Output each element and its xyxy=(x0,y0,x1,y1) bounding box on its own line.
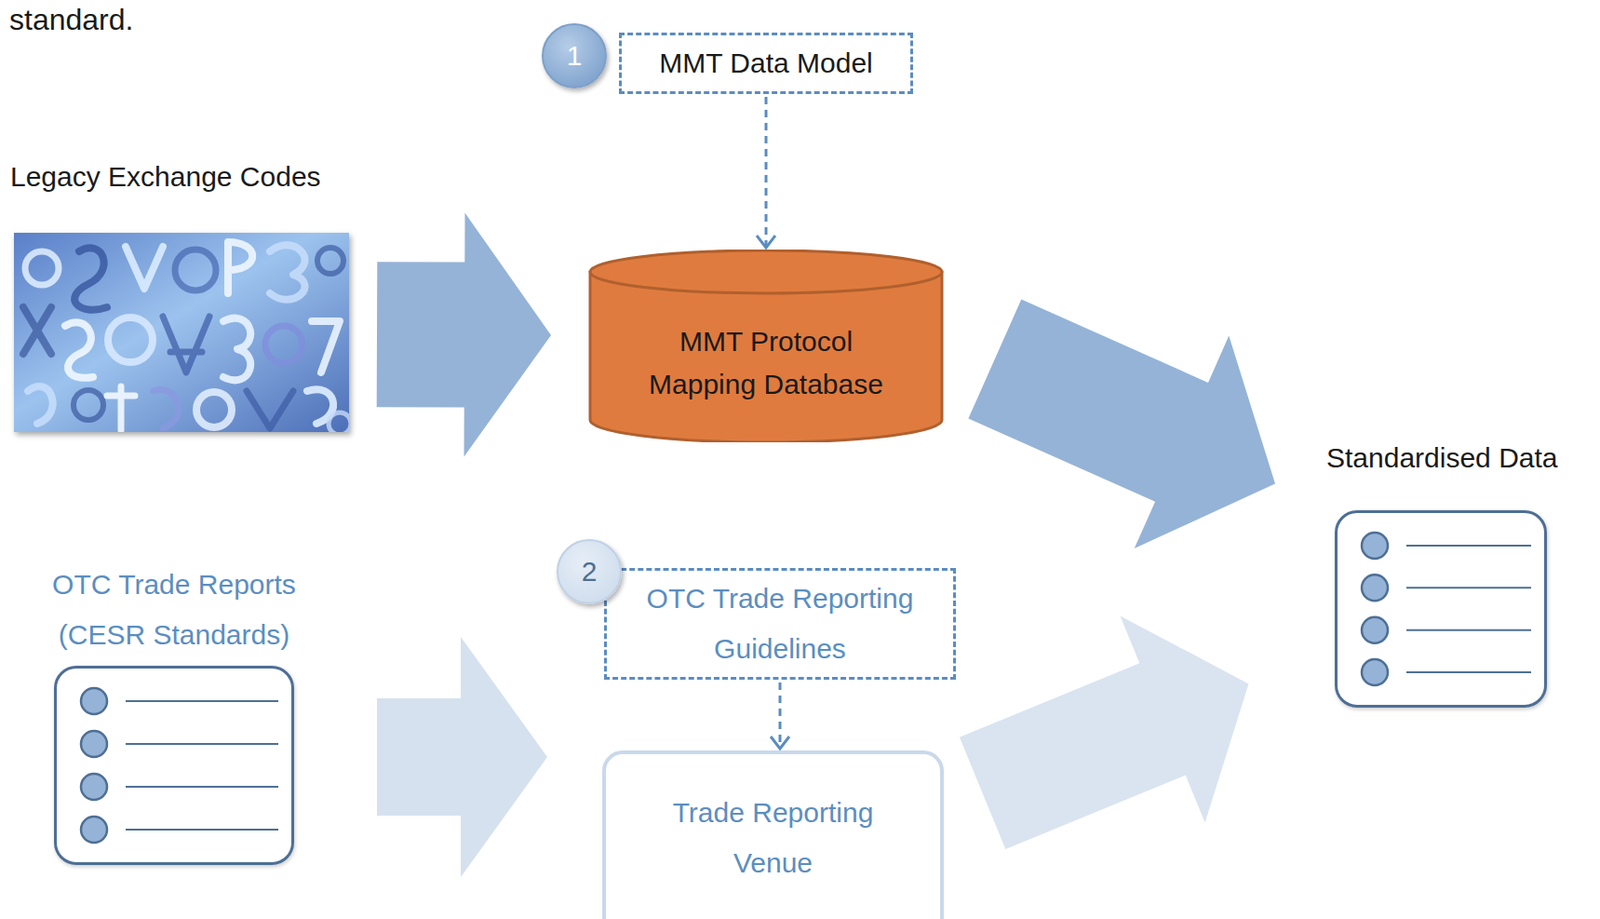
list-icon-graphic xyxy=(56,668,292,862)
list-bullet xyxy=(1361,658,1388,686)
report-node: OTC Trade Reports (CESR Standards) xyxy=(53,559,295,865)
node-text: MMT Data Model xyxy=(658,46,874,81)
cylinder-top xyxy=(590,250,942,294)
arrow-head xyxy=(770,736,790,749)
source-node: Legacy Exchange Codes xyxy=(10,160,350,432)
list-bullet xyxy=(1361,532,1388,559)
dashed-line xyxy=(765,96,768,248)
list-line xyxy=(125,742,279,745)
dashed-arrow xyxy=(770,682,790,749)
list-icon xyxy=(1334,510,1547,708)
venue-box: Trade Reporting Venue xyxy=(602,750,944,919)
dashed-model-box: MMT Data Model xyxy=(618,32,914,95)
list-line xyxy=(125,828,279,831)
list-line xyxy=(1406,671,1532,673)
list-bullet xyxy=(1361,574,1388,601)
block-arrow xyxy=(959,615,1250,849)
dashed-guidelines-box: OTC Trade Reporting Guidelines xyxy=(604,567,956,680)
node-text: OTC Trade Reports (CESR Standards) xyxy=(34,559,314,660)
list-bullet xyxy=(80,816,108,843)
callout-number: 2 xyxy=(556,538,622,605)
list-line xyxy=(1406,544,1532,547)
list-line xyxy=(125,699,279,702)
callout-number: 1 xyxy=(541,23,607,89)
list-line xyxy=(125,785,279,788)
node-text: Legacy Exchange Codes xyxy=(10,160,322,194)
node-text: MMT Protocol Mapping Database xyxy=(635,320,897,406)
list-icon-graphic xyxy=(1337,512,1545,705)
node-text: Standardised Data xyxy=(1326,441,1559,475)
list-bullet xyxy=(80,773,108,800)
cut-heading-text: standard. xyxy=(9,1,134,38)
picture-frame xyxy=(13,232,350,432)
list-bullet xyxy=(80,730,108,757)
code-texture-picture xyxy=(13,232,350,432)
list-bullet xyxy=(80,687,108,714)
node-text: Trade Reporting Venue xyxy=(661,787,886,888)
dashed-line xyxy=(779,682,782,749)
dashed-arrow xyxy=(756,96,776,248)
cylinder-body xyxy=(590,271,942,443)
list-icon xyxy=(53,665,295,865)
database-cylinder: MMT Protocol Mapping Database xyxy=(588,249,944,443)
list-line xyxy=(1406,629,1532,632)
output-node: Standardised Data xyxy=(1326,441,1547,708)
block-arrow xyxy=(376,636,548,877)
list-bullet xyxy=(1361,617,1388,644)
block-arrow xyxy=(376,213,552,458)
list-line xyxy=(1406,586,1532,589)
node-text: OTC Trade Reporting Guidelines xyxy=(631,573,929,674)
arrow-head xyxy=(756,235,776,248)
block-arrow xyxy=(968,299,1276,549)
